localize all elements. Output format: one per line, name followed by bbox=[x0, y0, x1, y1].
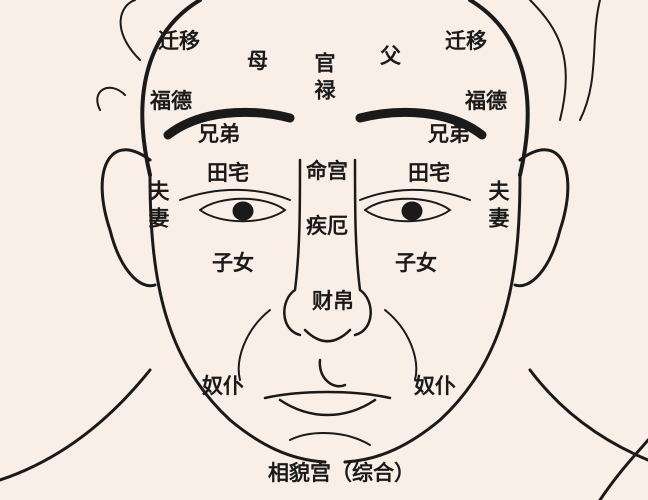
eyebrow-right bbox=[355, 107, 487, 140]
nasolabial-folds bbox=[237, 309, 418, 381]
label-minggong: 命宫 bbox=[306, 158, 348, 183]
label-jie: 疾厄 bbox=[306, 213, 348, 238]
label-caibo: 财帛 bbox=[312, 288, 354, 313]
label-xiongdi-right: 兄弟 bbox=[428, 121, 470, 146]
ear-right bbox=[513, 148, 570, 288]
pupil-left bbox=[232, 201, 254, 221]
label-tianzhai-right: 田宅 bbox=[408, 160, 450, 185]
label-nupu-left: 奴仆 bbox=[202, 373, 244, 398]
head-outline-right bbox=[468, 0, 530, 177]
eye-left bbox=[179, 188, 291, 223]
label-fuqi-left: 夫妻 bbox=[146, 180, 171, 234]
hair-right bbox=[529, 0, 601, 121]
label-fude-right: 福德 bbox=[465, 88, 507, 113]
eyebrow-left bbox=[163, 107, 295, 140]
label-fuqi-right: 夫妻 bbox=[486, 180, 511, 234]
collar bbox=[0, 368, 648, 500]
nose bbox=[283, 158, 372, 343]
label-xiongdi-left: 兄弟 bbox=[198, 121, 240, 146]
label-zinv-right: 子女 bbox=[395, 250, 437, 275]
label-zinv-left: 子女 bbox=[212, 250, 254, 275]
chin-line bbox=[289, 432, 371, 446]
head-outline-left bbox=[140, 0, 202, 177]
label-fude-left: 福德 bbox=[150, 88, 192, 113]
label-xiangmao: 相貌宫（综合） bbox=[268, 460, 415, 485]
label-qianyi-right: 迁移 bbox=[445, 28, 487, 53]
face-cheek-right bbox=[343, 173, 522, 464]
label-mu: 母 bbox=[247, 48, 268, 73]
face-cheek-left bbox=[148, 173, 327, 464]
pupil-right bbox=[401, 201, 423, 221]
mouth bbox=[263, 358, 392, 417]
label-guanlu: 官禄 bbox=[312, 52, 337, 106]
label-fu: 父 bbox=[380, 43, 401, 68]
ear-left bbox=[100, 148, 157, 288]
label-tianzhai-left: 田宅 bbox=[207, 160, 249, 185]
hair-left bbox=[96, 0, 141, 111]
eye-right bbox=[359, 188, 471, 223]
label-qianyi-left: 迁移 bbox=[158, 28, 200, 53]
label-nupu-right: 奴仆 bbox=[414, 373, 456, 398]
